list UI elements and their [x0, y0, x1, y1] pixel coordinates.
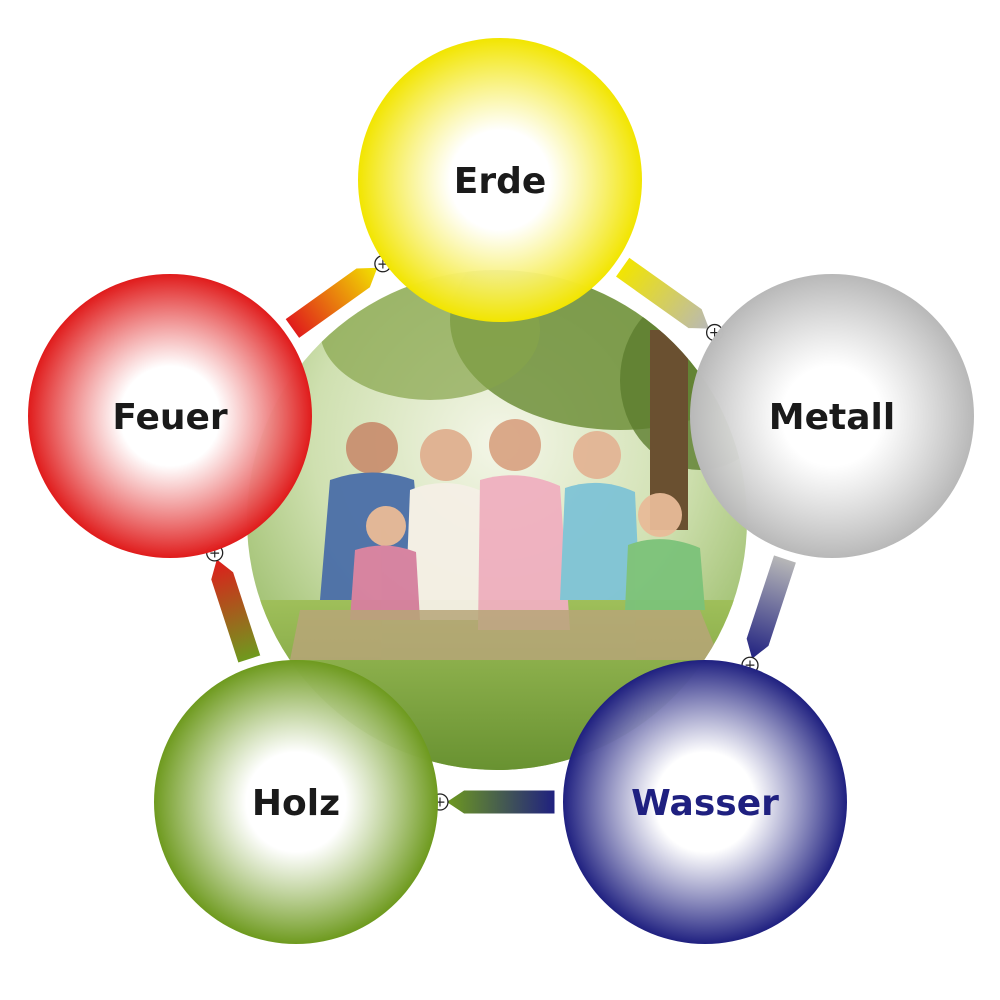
- element-metall: Metall: [690, 274, 974, 558]
- connector-erde-metall: +: [614, 256, 724, 342]
- element-circle-erde: [358, 38, 642, 322]
- plus-symbol: +: [744, 658, 756, 674]
- element-circle-feuer: [28, 274, 312, 558]
- connector-arrow: [445, 789, 556, 815]
- element-label-metall: Metall: [769, 397, 895, 438]
- connector-metall-wasser: +: [741, 554, 798, 674]
- plus-symbol: +: [209, 545, 221, 561]
- element-label-erde: Erde: [454, 161, 547, 202]
- connector-arrow: [284, 266, 379, 340]
- element-circle-holz: [154, 660, 438, 944]
- plus-symbol: +: [377, 256, 389, 272]
- element-wasser: Wasser: [563, 660, 847, 944]
- element-feuer: Feuer: [28, 274, 312, 558]
- connector-arrow: [614, 256, 711, 330]
- element-circle-metall: [690, 274, 974, 558]
- element-circle-wasser: [563, 660, 847, 944]
- element-label-holz: Holz: [252, 783, 340, 824]
- element-erde: Erde: [358, 38, 642, 322]
- element-label-wasser: Wasser: [631, 783, 779, 824]
- connector-arrow: [210, 557, 262, 664]
- element-label-feuer: Feuer: [112, 397, 228, 438]
- element-holz: Holz: [154, 660, 438, 944]
- connector-feuer-erde: +: [284, 255, 392, 340]
- connector-wasser-holz: +: [431, 789, 556, 815]
- connector-arrow: [745, 554, 798, 661]
- plus-symbol: +: [709, 325, 721, 341]
- plus-symbol: +: [434, 795, 446, 811]
